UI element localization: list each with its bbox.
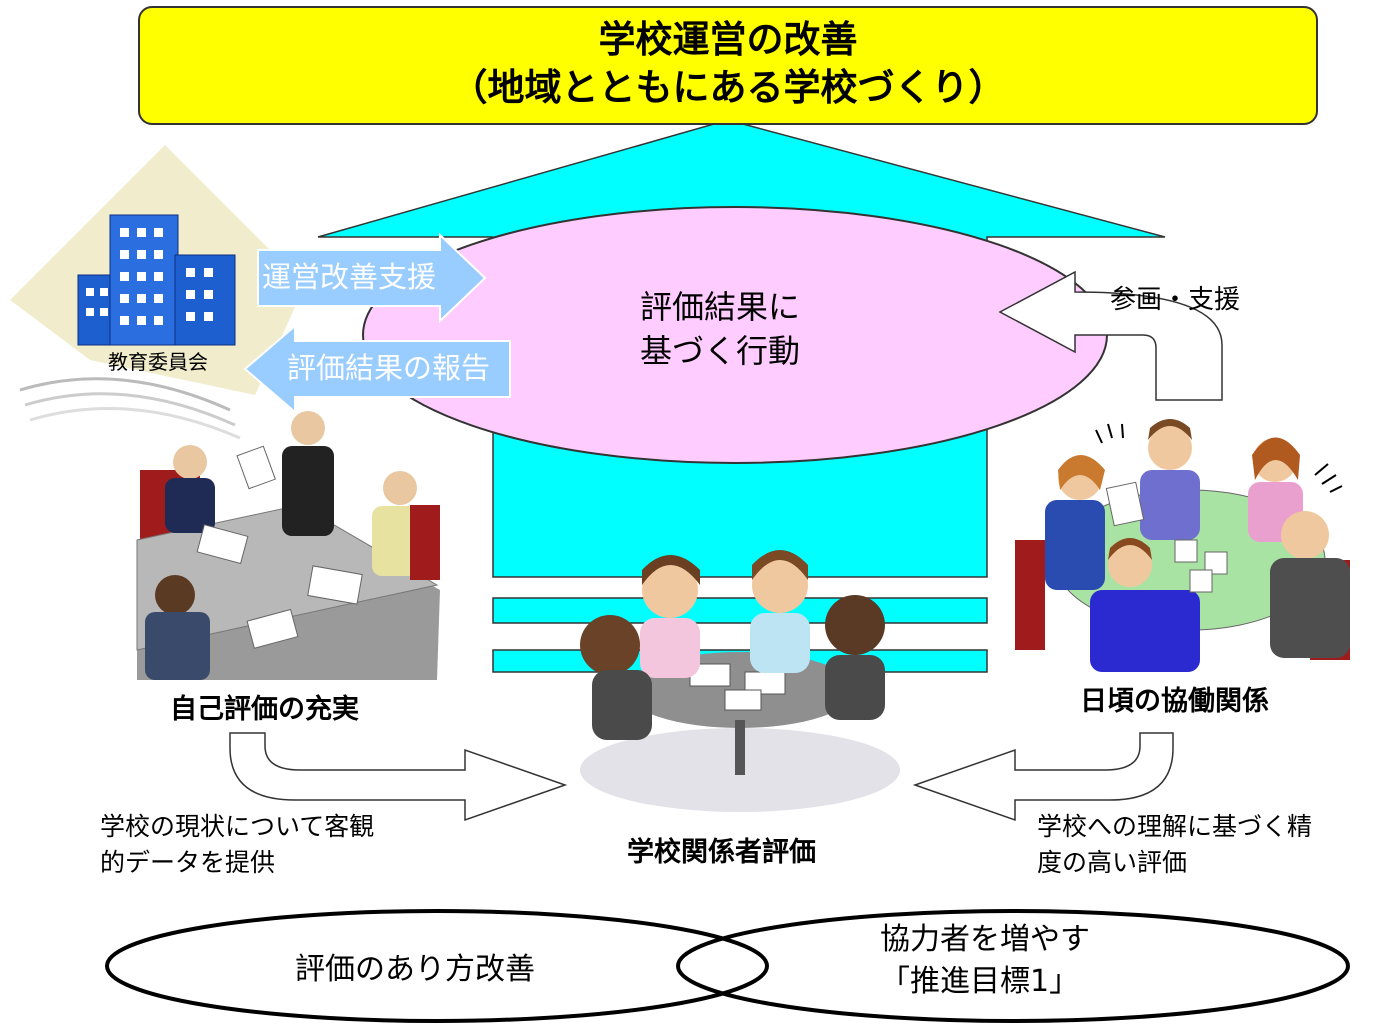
title-line-1: 学校運営の改善 xyxy=(598,18,858,61)
self-evaluation-note-line-2: 的データを提供 xyxy=(100,848,276,877)
collaboration-caption: 日頃の協働関係 xyxy=(1080,686,1269,717)
self-evaluation-meeting-image xyxy=(136,411,440,680)
daily-collaboration-meeting-image xyxy=(1015,419,1350,672)
stakeholder-evaluation-meeting-image xyxy=(580,550,900,812)
bottom-left-ellipse-label: 評価のあり方改善 xyxy=(295,952,535,987)
bottom-right-ellipse xyxy=(676,909,1350,1023)
bottom-right-ellipse-line-1: 協力者を増やす xyxy=(880,922,1090,957)
stakeholder-evaluation-caption: 学校関係者評価 xyxy=(627,837,816,868)
title-box: 学校運営の改善 （地域とともにある学校づくり） xyxy=(138,6,1318,125)
center-ellipse-line-2: 基づく行動 xyxy=(640,332,801,370)
report-arrow xyxy=(243,323,511,415)
bottom-right-ellipse-line-2: 「推進目標1」 xyxy=(880,964,1080,999)
support-arrow-label: 運営改善支援 xyxy=(262,260,437,294)
self-evaluation-note-line-1: 学校の現状について客観 xyxy=(100,812,375,841)
report-arrow-label: 評価結果の報告 xyxy=(287,351,491,385)
center-ellipse-line-1: 評価結果に xyxy=(640,288,801,326)
collaboration-arrow xyxy=(912,732,1174,822)
self-evaluation-caption: 自己評価の充実 xyxy=(170,694,359,725)
participation-label: 参画・支援 xyxy=(1110,285,1241,315)
office-building-icon xyxy=(10,145,305,440)
title-line-2: （地域とともにある学校づくり） xyxy=(450,66,1006,110)
support-arrow xyxy=(257,232,487,324)
participation-arrow xyxy=(998,270,1223,401)
self-evaluation-arrow xyxy=(229,732,568,822)
bottom-left-ellipse xyxy=(105,909,769,1023)
board-of-education-label: 教育委員会 xyxy=(108,350,208,374)
collaboration-note-line-1: 学校への理解に基づく精 xyxy=(1037,812,1313,841)
collaboration-note-line-2: 度の高い評価 xyxy=(1037,848,1188,877)
